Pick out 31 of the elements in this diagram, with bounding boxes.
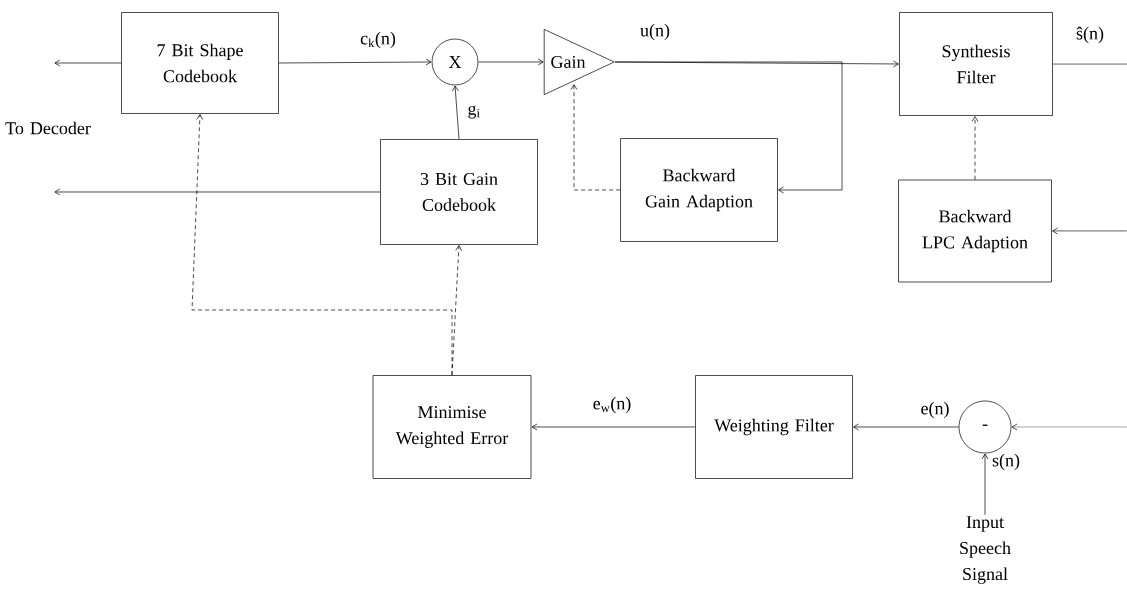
filter-box: Synthesis Filter <box>899 12 1053 116</box>
edge-label: ŝ(n) <box>1076 26 1104 44</box>
arrow <box>981 453 989 516</box>
arrow <box>54 188 381 196</box>
filter-box: Weighting Filter <box>695 375 853 479</box>
dashed-arrow <box>451 245 463 376</box>
dashed-arrow <box>971 116 979 180</box>
arrow <box>1052 227 1127 235</box>
arrow <box>614 61 843 194</box>
adaption-box: Backward Gain Adaption <box>620 138 778 242</box>
input-text: Input Speech Signal <box>960 516 1011 584</box>
arrow <box>278 58 432 66</box>
arrow <box>452 85 460 140</box>
destination-label: To Decoder <box>5 121 91 135</box>
arrow <box>853 423 959 431</box>
edge-label: u(n) <box>640 23 670 41</box>
process-box: Minimise Weighted Error <box>372 375 532 479</box>
arrow <box>478 58 544 66</box>
signal-line <box>1052 63 1127 65</box>
edge-label: s(n) <box>992 453 1020 471</box>
edge-label: e$_{w}$(n) <box>593 396 631 414</box>
edge-label: e(n) <box>921 401 949 419</box>
arrow <box>54 59 122 67</box>
edge-label: c$_{k}$(n) <box>360 31 396 49</box>
adaption-box: Backward LPC Adaption <box>898 179 1052 283</box>
edge-label: g$_{i}$ <box>468 105 480 119</box>
arrow <box>531 423 696 431</box>
dashed-arrow <box>570 84 621 191</box>
codebook-box: 3 Bit Gain Codebook <box>380 139 538 245</box>
codebook-box: 7 Bit Shape Codebook <box>121 12 279 114</box>
gain-triangle: Gain <box>543 29 615 95</box>
